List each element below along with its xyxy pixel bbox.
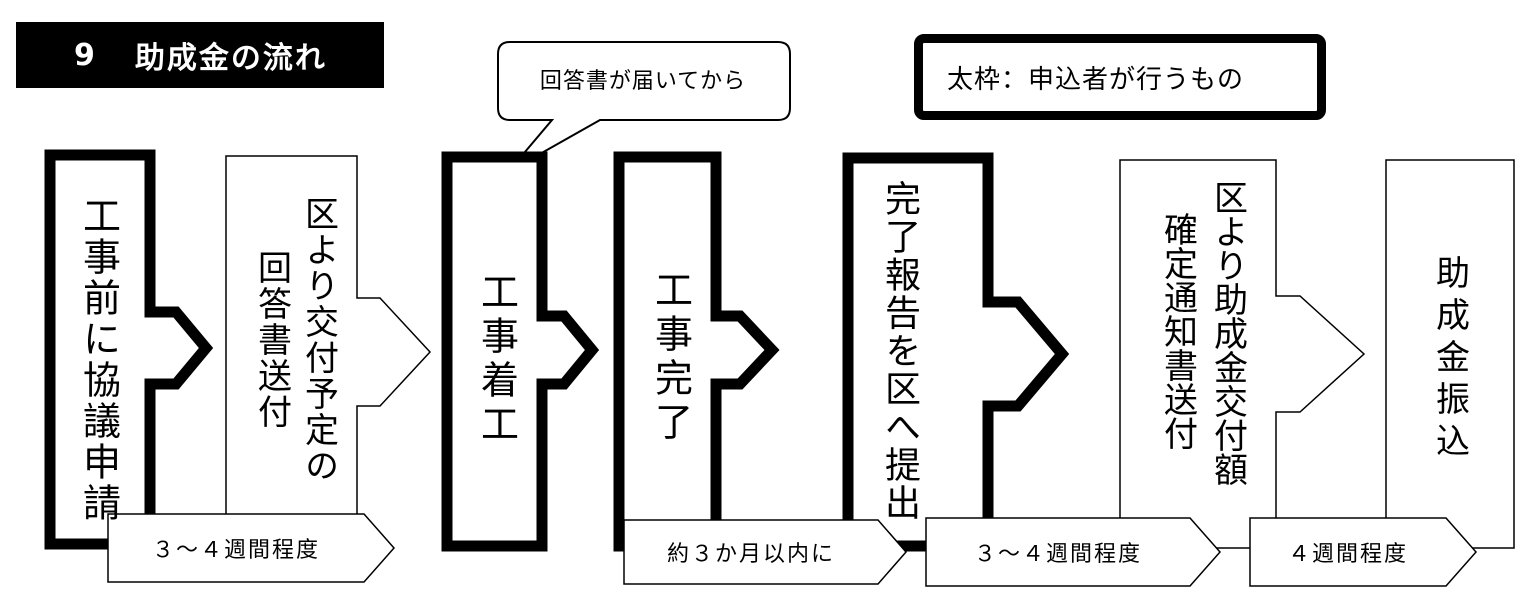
step-1-box (44, 149, 214, 550)
step-3-box (441, 151, 600, 552)
step-4-box (613, 151, 780, 552)
step-7-label: 助成金振込 (1429, 255, 1470, 465)
step-1-label: 工事前に協議申請 (76, 196, 121, 524)
step-3-label: 工事着工 (474, 272, 519, 448)
step-2-label-line-1: 区より交付予定の (298, 196, 339, 484)
step-5-label: 完了報告を区へ提出 (879, 180, 920, 522)
legend-text: 太枠：申込者が行うもの (947, 64, 1245, 95)
section-number: 9 (74, 37, 97, 73)
duration-2-label: 約３か月以内に (666, 542, 835, 567)
step-6-label-line-1: 区より助成金交付額 (1207, 180, 1248, 486)
callout-text: 回答書が届いてから (539, 69, 747, 94)
step-7-box (1385, 159, 1515, 549)
duration-1-label: ３～４週間程度 (151, 538, 320, 563)
duration-1-shape (107, 513, 396, 583)
duration-4-shape (1249, 517, 1478, 587)
duration-4-label: ４週間程度 (1287, 542, 1408, 567)
section-title-text: 助成金の流れ (134, 41, 327, 76)
step-5-box (842, 152, 1070, 552)
duration-3-label: ３～４週間程度 (973, 542, 1142, 567)
duration-2-shape (623, 519, 907, 585)
duration-3-shape (925, 517, 1222, 587)
legend-box: 太枠：申込者が行うもの (914, 34, 1326, 120)
step-4-label: 工事完了 (648, 270, 693, 446)
step-2-label-line-2: 回答書送付 (251, 250, 292, 430)
callout-bubble (497, 41, 791, 173)
step-6-label-line-2: 確定通知書送付 (1157, 212, 1198, 450)
section-title: 9 助成金の流れ (16, 22, 384, 88)
